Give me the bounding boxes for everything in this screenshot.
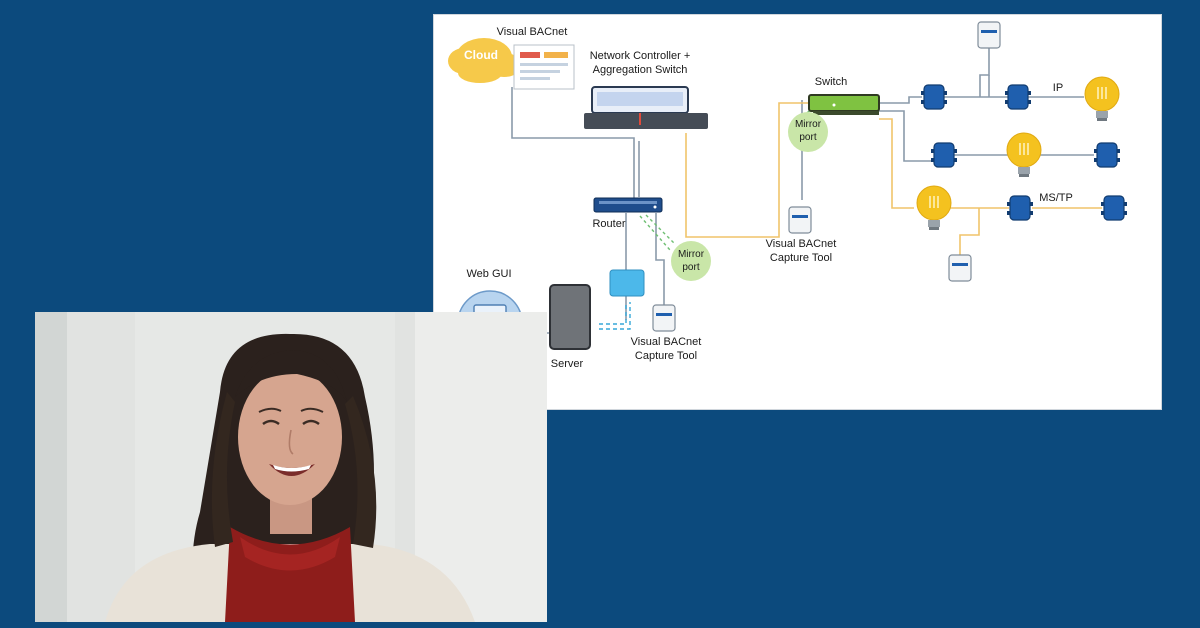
light-bulb-icon [1084, 76, 1120, 122]
mirror-port-switch-icon: Mirror port [788, 112, 828, 152]
capture-tool-mstp-icon [948, 254, 972, 282]
bacnet-device-icon [1004, 84, 1032, 110]
web-gui-label: Web GUI [466, 268, 511, 280]
bacnet-device-icon [920, 84, 948, 110]
network-diagram-slide: Cloud Visual BACnet Network Controller +… [433, 14, 1162, 410]
ethernet-connections [511, 43, 1094, 334]
mirror-port-switch-label-2: port [799, 132, 816, 143]
bacnet-device-icon [930, 142, 958, 168]
visual-bacnet-screen-icon [513, 44, 575, 90]
mirror-port-router-label-1: Mirror [678, 249, 705, 260]
switch-label: Switch [815, 76, 847, 88]
network-controller-label-1: Network Controller + [590, 50, 691, 62]
capture-tool-right-label-1: Visual BACnet [766, 238, 837, 250]
router-label: Router [592, 218, 625, 230]
visual-bacnet-label: Visual BACnet [497, 26, 568, 38]
capture-tool-right-label-2: Capture Tool [770, 252, 832, 264]
capture-tool-bottom-label-1: Visual BACnet [631, 336, 702, 348]
ip-label: IP [1053, 82, 1063, 94]
presenter-image [35, 312, 547, 622]
switch-icon [808, 94, 880, 115]
light-bulb-icon [916, 185, 952, 231]
server-label: Server [551, 358, 584, 370]
wireless-links [599, 302, 631, 330]
access-point-icon [609, 269, 645, 297]
bacnet-device-icon [1093, 142, 1121, 168]
mirror-port-router-icon: Mirror port [671, 241, 711, 281]
bacnet-device-icon [1100, 195, 1128, 221]
light-bulb-icon [1006, 132, 1042, 178]
mirror-links-router [639, 214, 675, 251]
capture-tool-right-icon [788, 206, 812, 234]
mirror-port-switch-label-1: Mirror [795, 119, 822, 130]
capture-tool-bottom-label-2: Capture Tool [635, 350, 697, 362]
capture-tool-top-icon [977, 21, 1001, 49]
mstp-label: MS/TP [1039, 192, 1073, 204]
router-icon [593, 197, 663, 213]
capture-tool-bottom-icon [652, 304, 676, 332]
bacnet-device-icon [1006, 195, 1034, 221]
cloud-label: Cloud [464, 48, 498, 62]
mstp-connections [685, 102, 1102, 255]
server-icon [549, 284, 591, 350]
mirror-port-router-label-2: port [682, 262, 699, 273]
cloud-icon: Cloud [448, 38, 522, 83]
network-controller-icon [584, 86, 708, 129]
presenter-video [35, 312, 547, 622]
network-controller-label-2: Aggregation Switch [593, 64, 688, 76]
